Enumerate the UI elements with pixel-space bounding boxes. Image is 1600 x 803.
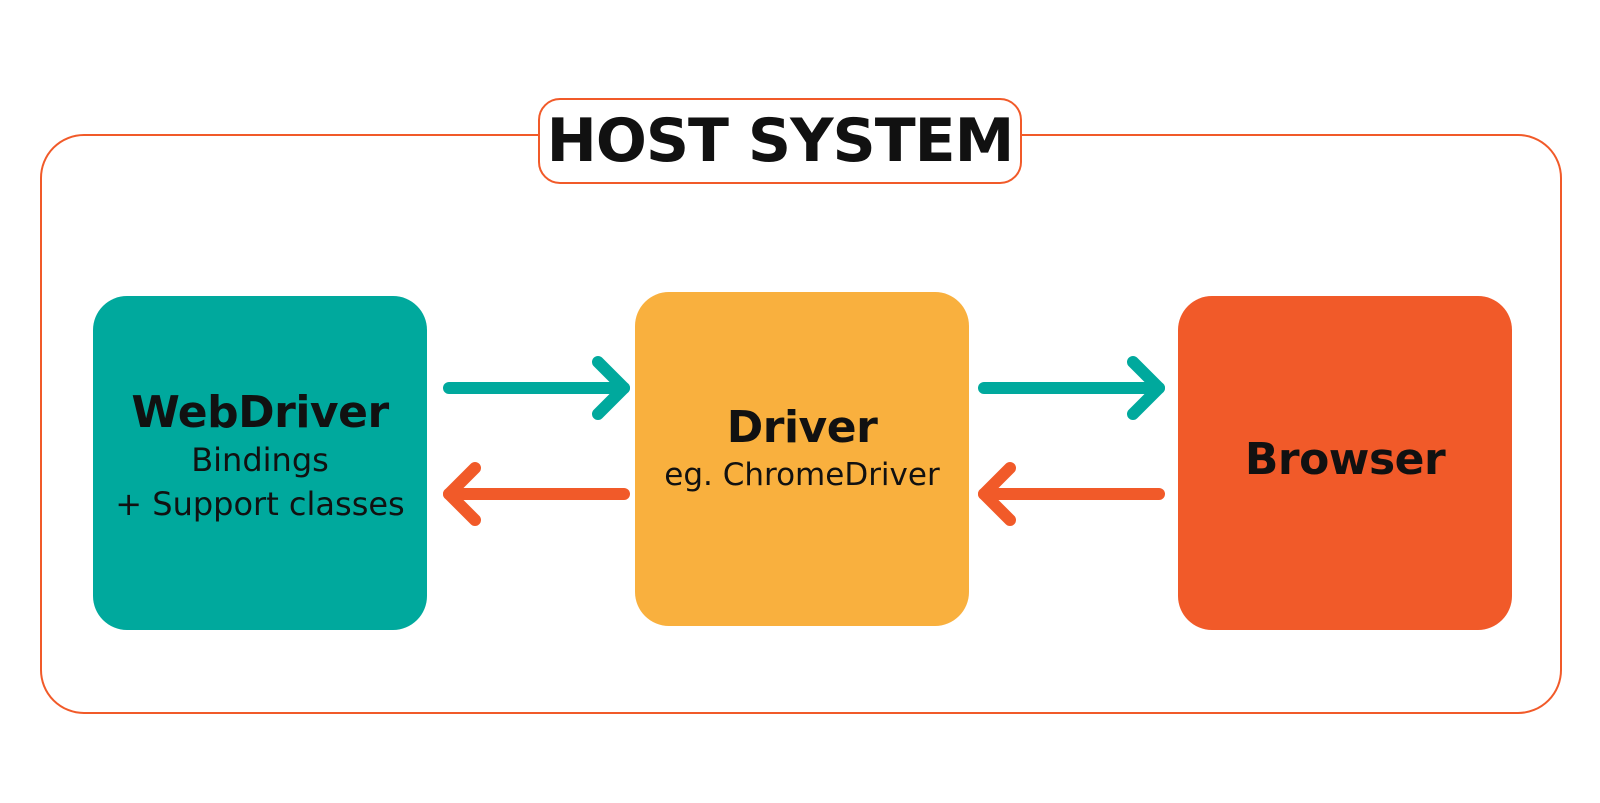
browser-node: Browser	[1178, 296, 1512, 630]
webdriver-node-title: WebDriver	[131, 387, 389, 438]
webdriver-node-line-1: Bindings	[191, 441, 329, 479]
host-system-title: HOST SYSTEM	[538, 98, 1022, 184]
driver-node-line-1: eg. ChromeDriver	[664, 457, 940, 493]
browser-node-title: Browser	[1244, 434, 1446, 485]
webdriver-node-line-2: + Support classes	[115, 485, 405, 523]
driver-node-title: Driver	[726, 402, 878, 453]
webdriver-node: WebDriver Bindings + Support classes	[93, 296, 427, 630]
driver-node: Driver eg. ChromeDriver	[635, 292, 969, 626]
